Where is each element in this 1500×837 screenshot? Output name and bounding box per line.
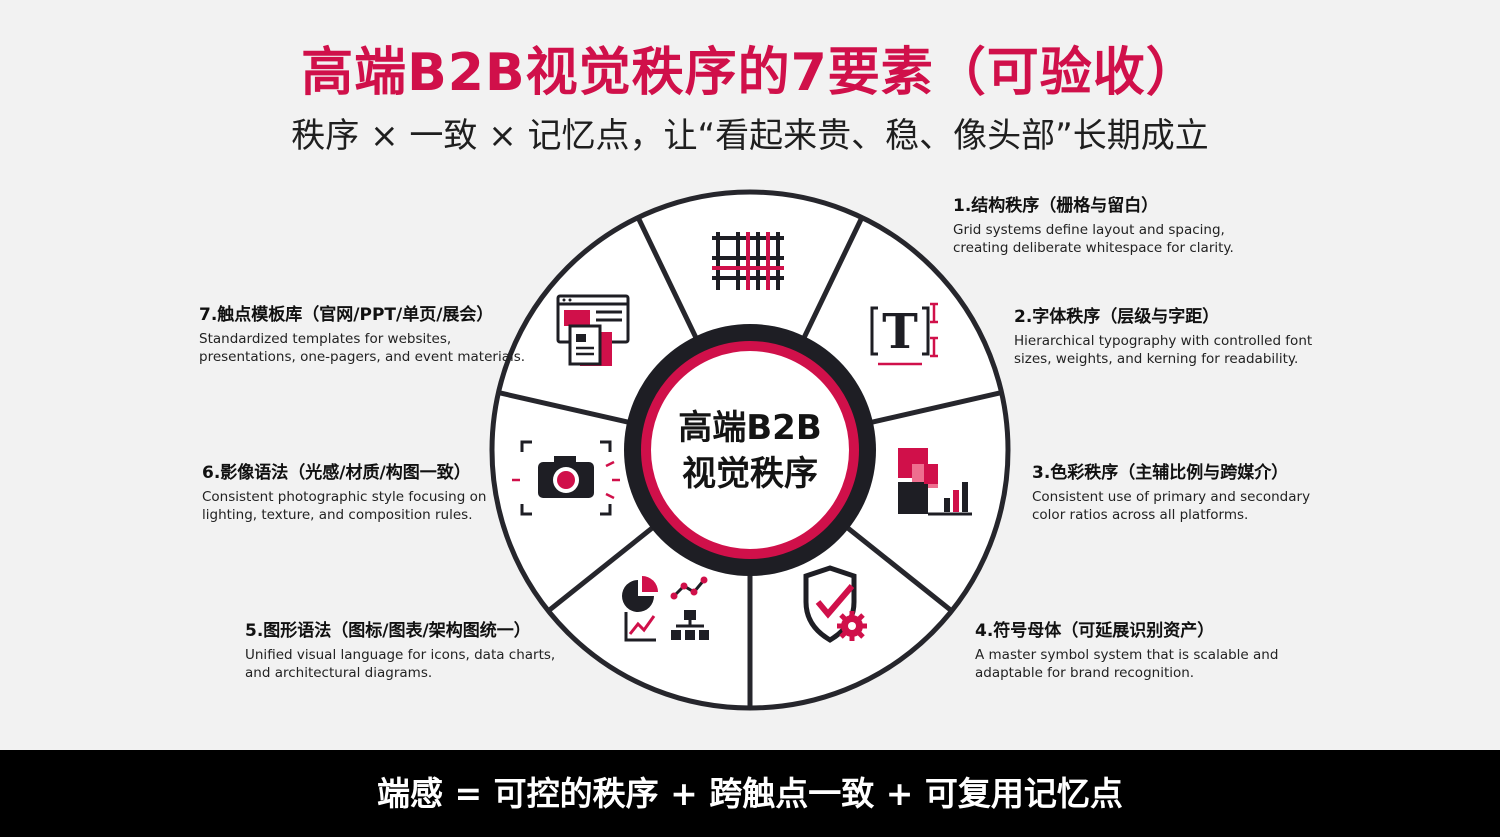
element-6-title: 6.影像语法（光感/材质/构图一致）	[202, 463, 471, 483]
charts-diagram-icon	[622, 576, 709, 642]
hub-label: 高端B2B 视觉秩序	[650, 405, 850, 497]
templates-icon	[556, 294, 630, 366]
element-4-desc-line2: adaptable for brand recognition.	[975, 665, 1195, 681]
footer-banner: 端感 = 可控的秩序 + 跨触点一致 + 可复用记忆点	[0, 750, 1500, 837]
element-6-desc: Consistent photographic style focusing o…	[202, 488, 486, 524]
element-2-typography: 2.字体秩序（层级与字距） Hierarchical typography wi…	[1014, 302, 1312, 368]
page-subtitle: 秩序 × 一致 × 记忆点，让“看起来贵、稳、像头部”长期成立	[291, 116, 1209, 156]
element-3-desc: Consistent use of primary and secondary …	[1032, 488, 1310, 524]
element-2-title: 2.字体秩序（层级与字距）	[1014, 307, 1220, 327]
typography-icon: T	[870, 302, 938, 366]
hub-label-line2: 视觉秩序	[682, 454, 818, 494]
element-7-desc-line1: Standardized templates for websites,	[199, 331, 452, 347]
camera-icon	[512, 440, 620, 516]
element-7-desc: Standardized templates for websites, pre…	[199, 330, 525, 366]
element-6-imagery: 6.影像语法（光感/材质/构图一致） Consistent photograph…	[202, 458, 486, 524]
element-2-desc-line2: sizes, weights, and kerning for readabil…	[1014, 351, 1299, 367]
page-title: 高端B2B视觉秩序的7要素（可验收）	[301, 43, 1199, 103]
element-6-desc-line1: Consistent photographic style focusing o…	[202, 489, 487, 505]
element-1-desc-line2: creating deliberate whitespace for clari…	[953, 240, 1234, 256]
element-4-desc: A master symbol system that is scalable …	[975, 646, 1278, 682]
element-3-color: 3.色彩秩序（主辅比例与跨媒介） Consistent use of prima…	[1032, 458, 1310, 524]
svg-text:T: T	[882, 304, 918, 360]
element-7-title: 7.触点模板库（官网/PPT/单页/展会）	[199, 305, 494, 325]
element-5-title: 5.图形语法（图标/图表/架构图统一）	[245, 621, 531, 641]
element-4-desc-line1: A master symbol system that is scalable …	[975, 647, 1279, 663]
element-5-desc-line1: Unified visual language for icons, data …	[245, 647, 556, 663]
shield-check-gear-icon	[803, 565, 867, 643]
element-7-templates: 7.触点模板库（官网/PPT/单页/展会） Standardized templ…	[199, 300, 525, 366]
element-5-graphics: 5.图形语法（图标/图表/架构图统一） Unified visual langu…	[245, 616, 555, 682]
element-1-desc: Grid systems define layout and spacing, …	[953, 221, 1234, 257]
element-7-desc-line2: presentations, one-pagers, and event mat…	[199, 349, 526, 365]
hub-red-ring	[641, 341, 859, 559]
element-1-title: 1.结构秩序（栅格与留白）	[953, 196, 1159, 216]
element-4-symbol: 4.符号母体（可延展识别资产） A master symbol system t…	[975, 616, 1278, 682]
element-2-desc-line1: Hierarchical typography with controlled …	[1014, 333, 1313, 349]
element-5-desc-line2: and architectural diagrams.	[245, 665, 433, 681]
element-3-title: 3.色彩秩序（主辅比例与跨媒介）	[1032, 463, 1289, 483]
element-5-desc: Unified visual language for icons, data …	[245, 646, 555, 682]
hub-label-line1: 高端B2B	[678, 408, 822, 448]
element-1-structure: 1.结构秩序（栅格与留白） Grid systems define layout…	[953, 191, 1234, 257]
element-6-desc-line2: lighting, texture, and composition rules…	[202, 507, 473, 523]
element-4-title: 4.符号母体（可延展识别资产）	[975, 621, 1215, 641]
color-swatch-icon	[898, 448, 972, 516]
grid-icon	[712, 232, 784, 290]
element-3-desc-line2: color ratios across all platforms.	[1032, 507, 1249, 523]
element-3-desc-line1: Consistent use of primary and secondary	[1032, 489, 1311, 505]
element-1-desc-line1: Grid systems define layout and spacing,	[953, 222, 1225, 238]
element-2-desc: Hierarchical typography with controlled …	[1014, 332, 1312, 368]
